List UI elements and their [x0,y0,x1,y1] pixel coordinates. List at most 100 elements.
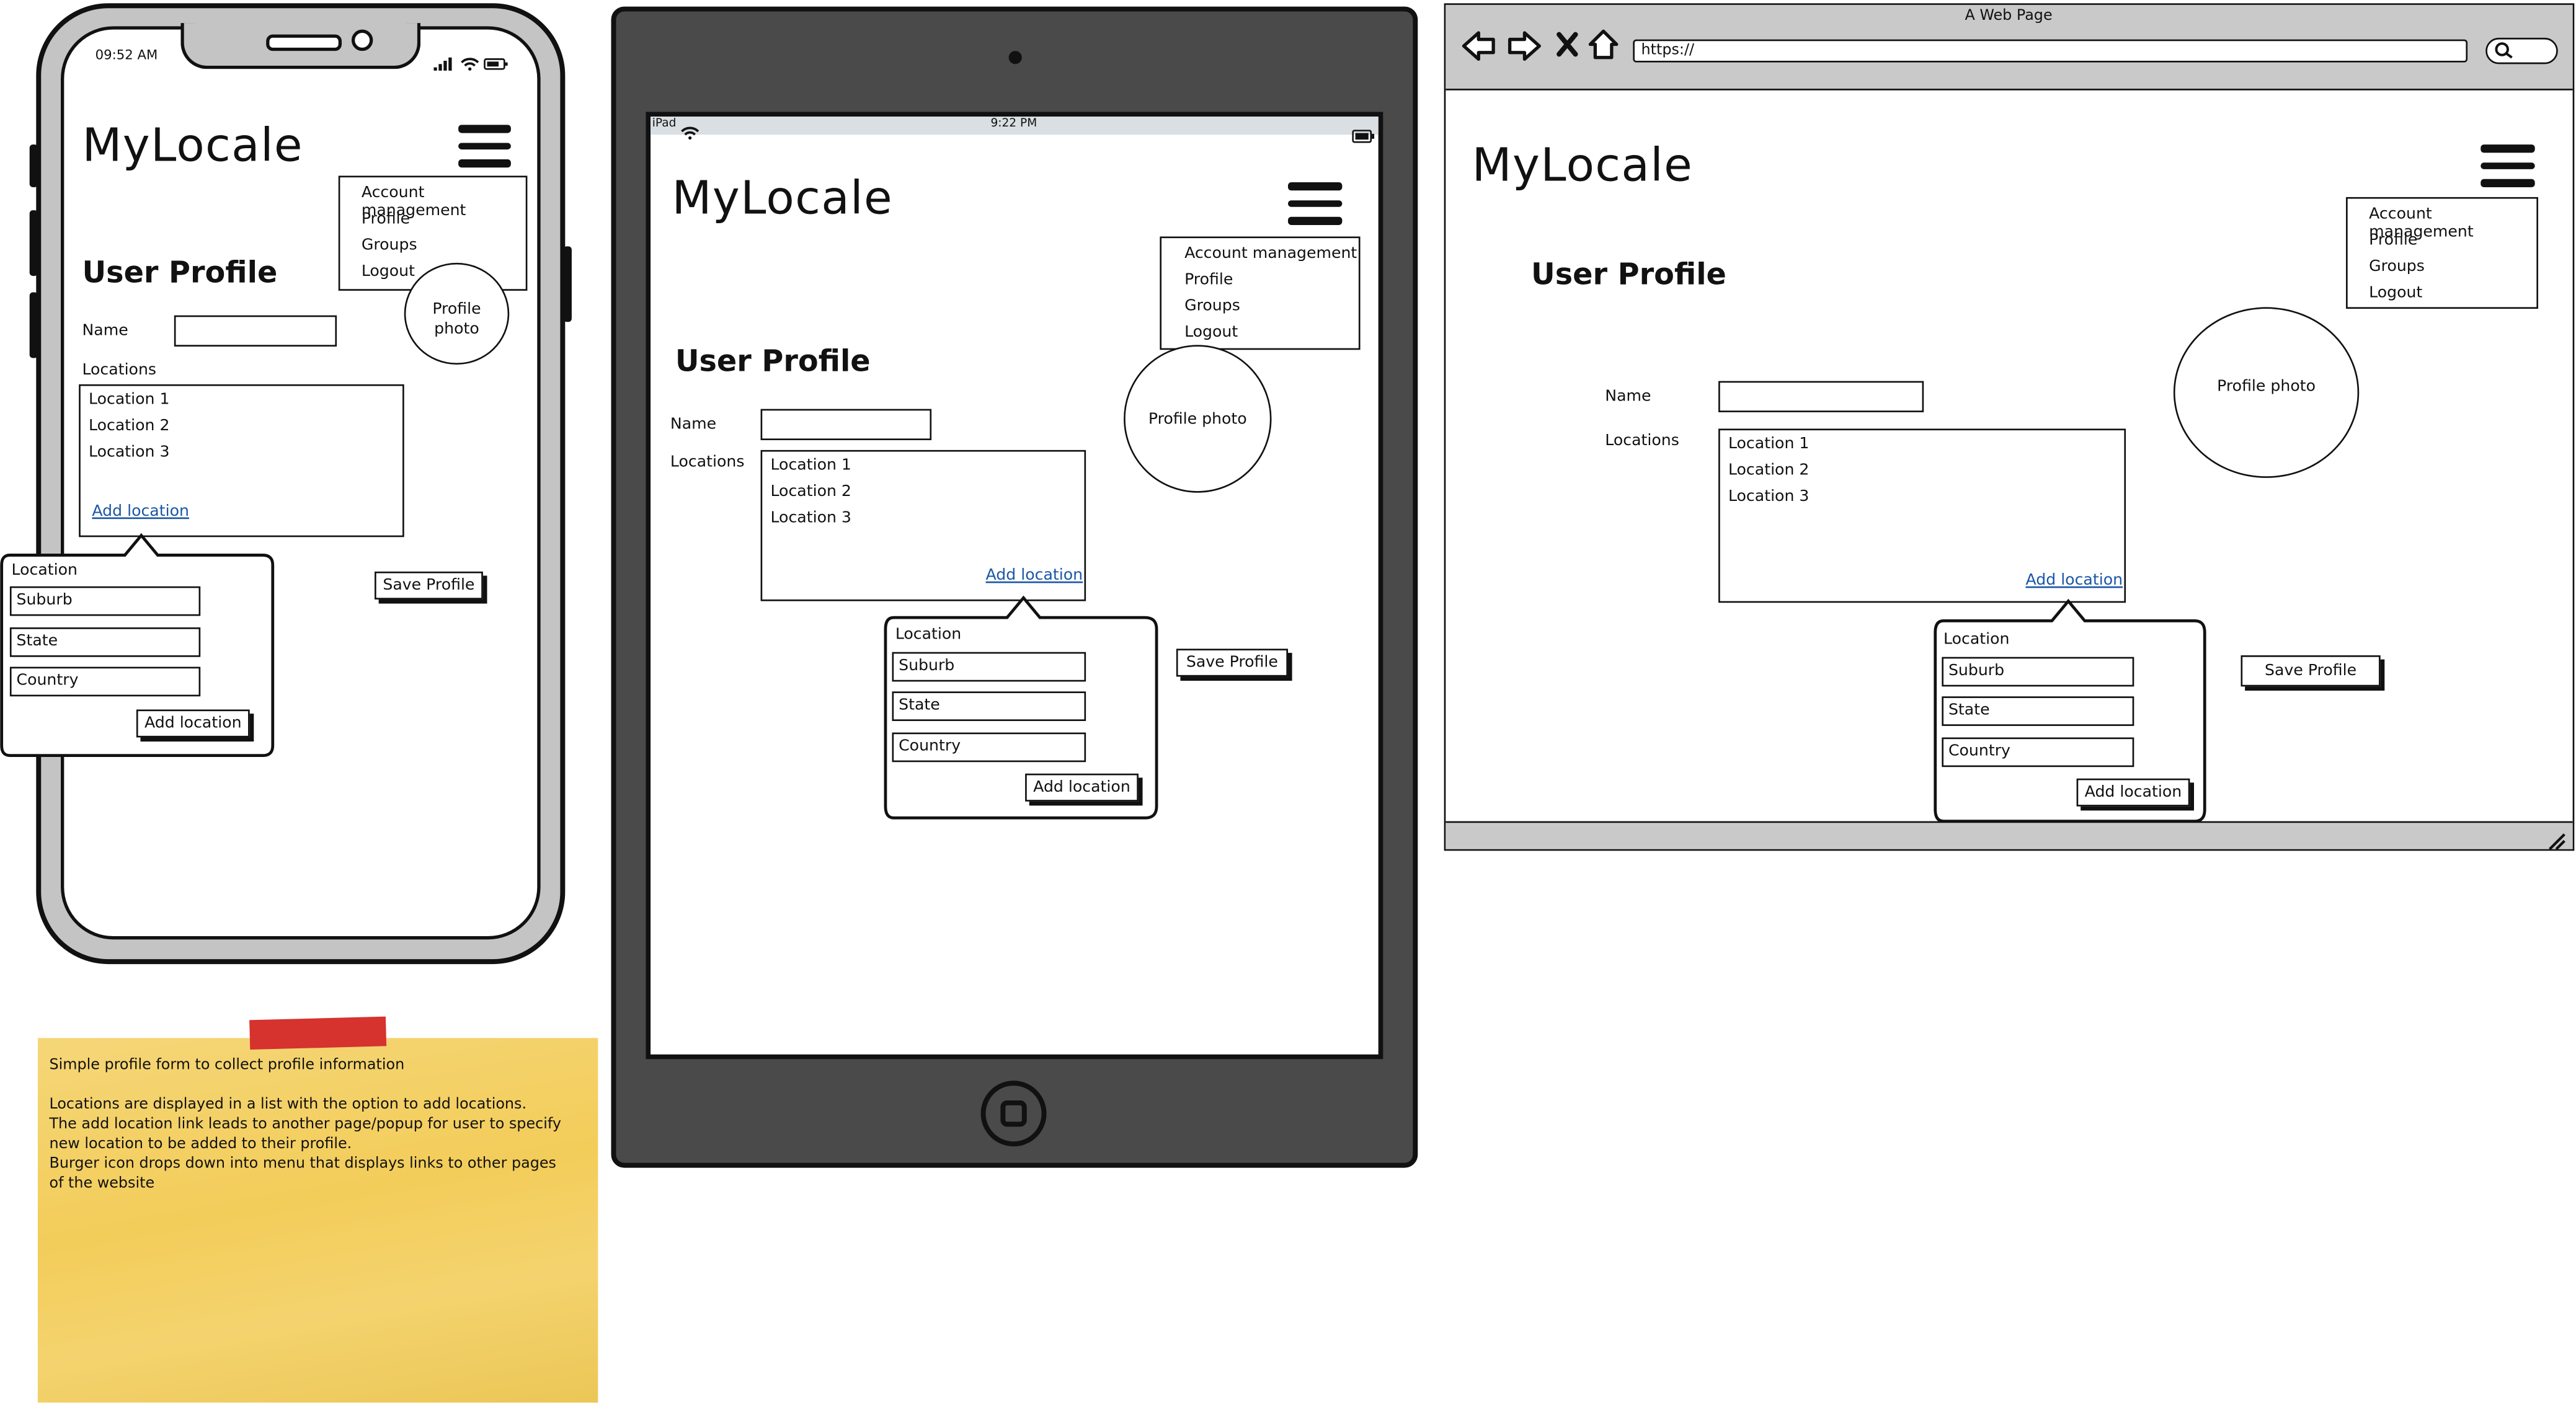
menu-item-groups[interactable]: Groups [1184,297,1240,316]
browser-state-input[interactable]: State [1942,696,2134,726]
browser-name-label: Name [1605,387,1651,406]
url-text: https:// [1641,42,1695,60]
menu-item-logout[interactable]: Logout [361,262,415,281]
tablet-logo: MyLocale [672,170,893,225]
search-icon [2495,42,2513,59]
tablet-save-profile-button[interactable]: Save Profile [1176,648,1288,677]
note-line: Simple profile form to collect profile i… [49,1058,405,1074]
note-line: The add location link leads to another p… [49,1117,561,1153]
menu-item-account-management[interactable]: Account management [1184,244,1357,263]
phone-side-button [29,292,38,358]
forward-arrow-icon[interactable] [1506,30,1542,69]
phone-power-button [563,246,572,322]
resize-grip-icon[interactable] [2546,826,2566,857]
tablet-camera [1008,51,1022,64]
browser-dropdown-menu: Account management Profile Groups Logout [2346,197,2539,309]
list-item[interactable]: Location 2 [770,482,851,502]
tablet-profile-photo[interactable]: Profile photo [1124,345,1272,493]
phone-side-button [29,144,38,188]
phone-status-time: 09:52 AM [95,47,158,63]
sticky-note-text: Simple profile form to collect profile i… [49,1056,575,1194]
phone-suburb-input[interactable]: Suburb [9,586,201,616]
sticky-note-tape [249,1016,387,1050]
menu-item-profile[interactable]: Profile [1184,271,1233,290]
phone-name-label: Name [82,322,128,340]
list-item[interactable]: Location 1 [89,391,170,409]
back-arrow-icon[interactable] [1460,30,1496,69]
browser-country-input[interactable]: Country [1942,737,2134,768]
tablet-status-bar [651,117,1379,135]
list-item[interactable]: Location 3 [1728,487,1810,506]
tablet-status-left: iPad [652,117,677,130]
menu-item-logout[interactable]: Logout [1184,323,1238,342]
wifi-icon [680,117,700,148]
phone-locations-list: Location 1 Location 2 Location 3 [79,384,404,538]
phone-country-input[interactable]: Country [9,666,201,697]
phone-side-button [29,210,38,277]
phone-popup-title: Location [11,562,78,580]
tablet-dropdown-menu: Account management Profile Groups Logout [1160,236,1361,350]
phone-logo: MyLocale [82,118,303,173]
browser-locations-label: Locations [1605,431,1679,450]
phone-locations-label: Locations [82,361,157,379]
browser-page-title: User Profile [1531,257,1726,293]
tablet-state-input[interactable]: State [892,691,1086,721]
phone-burger-menu-icon[interactable] [458,125,511,176]
tablet-profile-photo-label: Profile photo [1148,409,1247,428]
tablet-home-button[interactable] [980,1081,1047,1147]
browser-name-input[interactable] [1718,381,1924,412]
browser-save-profile-button[interactable]: Save Profile [2241,655,2381,687]
home-icon[interactable] [1587,28,1620,68]
list-item[interactable]: Location 2 [89,417,170,436]
list-item[interactable]: Location 3 [89,443,170,462]
phone-page-title: User Profile [82,256,278,291]
tablet-locations-label: Locations [670,453,745,472]
list-item[interactable]: Location 1 [770,456,851,475]
note-line: Burger icon drops down into menu that di… [49,1156,556,1193]
tablet-page-title: User Profile [675,345,871,379]
browser-popup-add-location-button[interactable]: Add location [2076,778,2190,807]
phone-add-location-link[interactable]: Add location [92,502,189,521]
menu-item-groups[interactable]: Groups [2369,257,2425,277]
phone-state-input[interactable]: State [9,627,201,657]
phone-speaker [266,34,342,51]
browser-profile-photo-label: Profile photo [2217,376,2316,396]
phone-profile-photo[interactable]: Profile photo [404,262,510,365]
close-icon[interactable] [1556,31,1579,64]
browser-suburb-input[interactable]: Suburb [1942,657,2134,687]
menu-item-profile[interactable]: Profile [361,210,411,229]
note-line: Locations are displayed in a list with t… [49,1097,527,1114]
menu-item-logout[interactable]: Logout [2369,284,2423,303]
tablet-country-input[interactable]: Country [892,732,1086,763]
menu-item-account-management[interactable]: Account management [361,184,466,220]
browser-search-box[interactable] [2485,37,2558,64]
phone-save-profile-button[interactable]: Save Profile [375,571,483,600]
phone-camera [351,29,373,51]
phone-dropdown-menu: Account management Profile Groups Logout [338,175,528,291]
phone-popup-add-location-button[interactable]: Add location [136,709,250,738]
browser-add-location-link[interactable]: Add location [2025,571,2123,590]
menu-item-groups[interactable]: Groups [361,236,417,255]
tablet-burger-menu-icon[interactable] [1287,182,1343,234]
list-item[interactable]: Location 3 [770,509,851,528]
phone-profile-photo-label: Profile photo [432,300,481,339]
browser-window-title: A Web Page [1965,8,2053,25]
browser-logo: MyLocale [1472,138,1694,192]
tablet-popup-add-location-button[interactable]: Add location [1025,773,1139,802]
tablet-suburb-input[interactable]: Suburb [892,652,1086,682]
browser-burger-menu-icon[interactable] [2481,144,2535,196]
menu-item-profile[interactable]: Profile [2369,231,2418,250]
tablet-name-input[interactable] [760,409,932,440]
tablet-add-location-link[interactable]: Add location [985,566,1083,585]
browser-profile-photo[interactable]: Profile photo [2173,307,2360,478]
menu-item-account-management[interactable]: Account management [2369,205,2474,242]
browser-locations-list: Location 1 Location 2 Location 3 [1718,428,2126,603]
tablet-locations-list: Location 1 Location 2 Location 3 [760,449,1086,601]
list-item[interactable]: Location 2 [1728,461,1810,480]
list-item[interactable]: Location 1 [1728,435,1810,454]
phone-name-input[interactable] [174,315,337,347]
phone-signal-icon [433,48,512,79]
url-bar[interactable]: https:// [1633,39,2468,63]
tablet-popup-title: Location [895,626,962,644]
tablet-name-label: Name [670,415,717,434]
